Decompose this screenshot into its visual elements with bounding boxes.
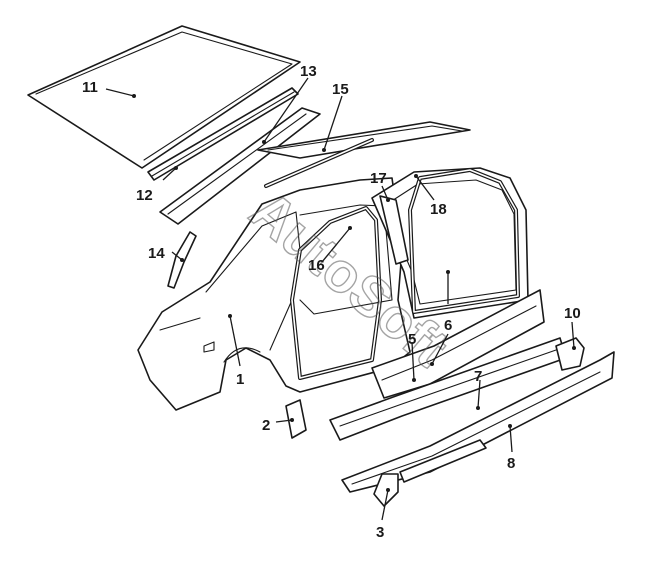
part-sill-inner: [371, 289, 545, 399]
part-door-seals: [290, 168, 520, 380]
callout-1: 1: [236, 371, 244, 388]
callout-3: 3: [376, 524, 384, 541]
callout-8: 8: [507, 455, 515, 472]
callout-2: 2: [262, 417, 270, 434]
callout-5: 5: [408, 331, 416, 348]
part-rear-end-cap: [555, 337, 585, 371]
part-roof-panel: [27, 25, 301, 169]
part-roof-moulding: [147, 87, 299, 181]
callout-17: 17: [370, 170, 387, 187]
callout-14: 14: [148, 245, 165, 262]
part-roof-rails: [159, 107, 471, 225]
callout-13: 13: [300, 63, 317, 80]
leader-lines: [105, 77, 576, 521]
callout-15: 15: [332, 81, 349, 98]
part-fuel-flap: [285, 399, 307, 439]
callout-labels: 11 12 13 15 14 1 2 3 5 6 7 8 10 16 17 18: [82, 63, 581, 541]
callout-6: 6: [444, 317, 452, 334]
part-b-pillar-trim: [379, 195, 409, 265]
callout-7: 7: [474, 368, 482, 385]
callout-18: 18: [430, 201, 447, 218]
callout-10: 10: [564, 305, 581, 322]
callout-16: 16: [308, 257, 325, 274]
callout-11: 11: [82, 79, 98, 96]
part-sill-trim: [341, 351, 615, 493]
callout-12: 12: [136, 187, 153, 204]
